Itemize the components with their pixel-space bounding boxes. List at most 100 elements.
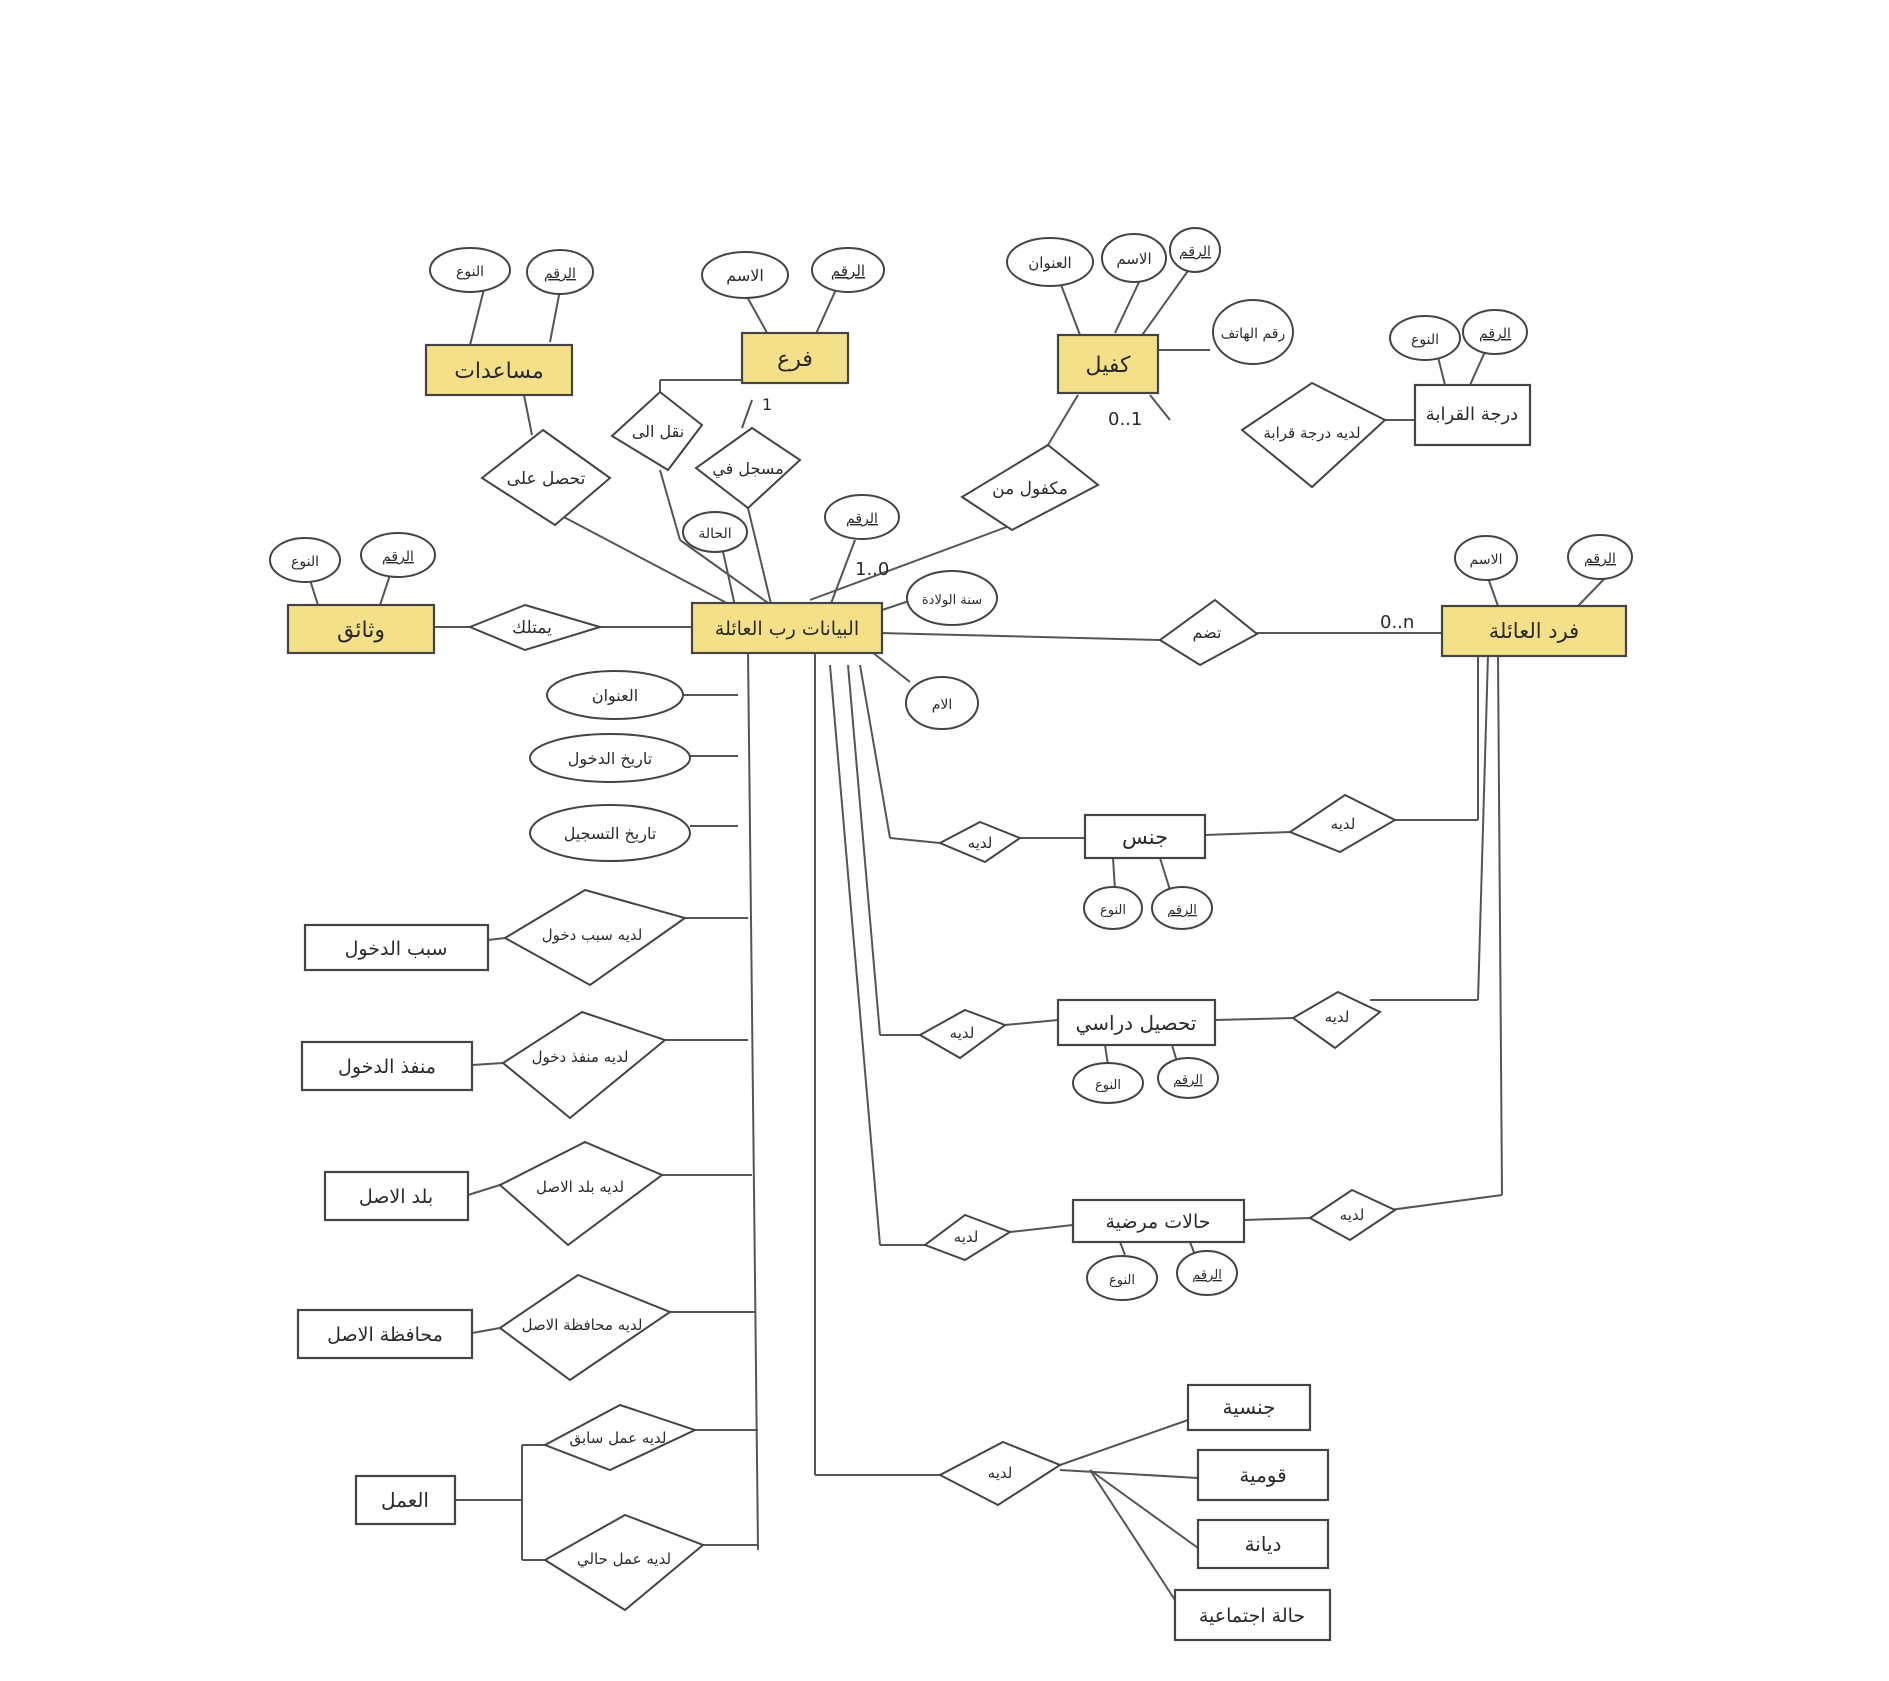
attr-label: الرقم	[1584, 551, 1616, 567]
attr-grants-id: الرقم	[526, 249, 594, 295]
edge-edu-type	[1104, 1044, 1109, 1066]
entity-kinship: درجة القرابة	[1413, 383, 1532, 447]
attr-shape	[529, 804, 691, 862]
attr-label: النوع	[1109, 1273, 1135, 1288]
attr-shape	[1101, 233, 1167, 283]
attr-shape	[1462, 309, 1528, 355]
attr-shape	[1086, 1255, 1158, 1301]
cardinality-branch: 1	[762, 395, 772, 414]
attr-member-id: الرقم	[1567, 534, 1633, 580]
entity-branch: فرع	[740, 331, 850, 385]
attr-grants-type: النوع	[429, 247, 511, 293]
relationship-label: لديه	[1340, 1206, 1365, 1224]
attr-shape	[682, 511, 748, 553]
edge-head-includes	[879, 632, 1161, 641]
edge-sponsor-id	[1139, 267, 1191, 339]
entity-origin-province: محافظة الاصل	[296, 1308, 474, 1360]
relationship-shape	[1287, 793, 1398, 854]
edge-head-gender-2	[889, 837, 941, 844]
entity-origin-country: بلد الاصل	[323, 1170, 470, 1222]
relationship-label: لديه	[954, 1228, 979, 1246]
attr-shape	[526, 249, 594, 295]
relationship-member-education: لديه	[1291, 990, 1382, 1050]
relationship-entry-reason: لديه سبب دخول	[502, 888, 688, 987]
attr-gender-id: الرقم	[1151, 886, 1213, 930]
entity-label: درجة القرابة	[1426, 404, 1518, 425]
edge-transfer-down	[659, 469, 681, 541]
attr-label: الاسم	[1470, 552, 1503, 568]
relationship-label: لديه محافظة الاصل	[522, 1316, 643, 1334]
edge-demo-ethnicity	[1059, 1469, 1199, 1479]
attr-kinship-type: النوع	[1389, 315, 1461, 361]
attr-label: النوع	[1095, 1078, 1121, 1093]
relationship-shape	[498, 1140, 664, 1247]
entity-social-status: حالة اجتماعية	[1173, 1588, 1332, 1642]
attr-health-id: الرقم	[1176, 1250, 1238, 1296]
attr-label: رقم الهاتف	[1221, 326, 1285, 342]
entity-label: فرع	[777, 347, 813, 372]
attr-label: النوع	[456, 264, 484, 280]
entity-label: منفذ الدخول	[338, 1056, 436, 1078]
edge-health-type	[1119, 1241, 1126, 1256]
entity-entry-port: منفذ الدخول	[300, 1040, 474, 1092]
relationship-label: لديه	[950, 1024, 975, 1042]
attr-shape	[429, 247, 511, 293]
relationship-shape	[694, 426, 802, 510]
relationship-shape	[1158, 598, 1259, 667]
attr-head-mother: الام	[905, 676, 979, 730]
attr-kinship-id: الرقم	[1462, 309, 1528, 355]
attr-health-type: النوع	[1086, 1255, 1158, 1301]
relationship-label: لديه عمل حالي	[577, 1550, 671, 1569]
edge-branch-id	[814, 284, 839, 337]
entity-grants: مساعدات	[424, 343, 574, 397]
attr-label: الاسم	[1116, 250, 1151, 268]
entity-label: جنس	[1122, 825, 1168, 849]
edge-demo-social	[1089, 1469, 1176, 1601]
attr-reg-date: تاريخ التسجيل	[529, 804, 691, 862]
attr-label: سنة الولادة	[922, 593, 982, 608]
entity-label: بلد الاصل	[359, 1186, 433, 1208]
attr-label: تاريخ التسجيل	[564, 824, 657, 844]
entity-box	[690, 601, 884, 655]
edge-head-id	[829, 539, 856, 607]
relationship-demographics: لديه	[937, 1440, 1063, 1507]
attr-label: الام	[932, 697, 953, 713]
attr-head-status: الحالة	[682, 511, 748, 553]
attr-label: الحالة	[698, 526, 731, 542]
relationship-shape	[467, 603, 604, 652]
attr-shape	[906, 570, 998, 626]
attr-docs-type: النوع	[269, 537, 341, 583]
relationship-label: لديه	[1325, 1008, 1350, 1026]
entity-label: كفيل	[1086, 353, 1131, 378]
attr-head-id: الرقم	[824, 494, 900, 540]
entity-box	[323, 1170, 470, 1222]
entity-box	[740, 331, 850, 385]
edge-sponsor-sponsored	[1047, 394, 1079, 446]
relationship-shape	[937, 1440, 1063, 1507]
attr-branch-name: الاسم	[701, 251, 789, 299]
entity-box	[354, 1474, 457, 1526]
entity-box	[1173, 1588, 1332, 1642]
attr-label: الرقم	[1192, 1268, 1222, 1283]
attr-member-name: الاسم	[1454, 535, 1518, 581]
relationship-member-health: لديه	[1308, 1188, 1398, 1242]
entity-label: حالات مرضية	[1105, 1211, 1210, 1233]
entity-nationality: جنسية	[1186, 1383, 1312, 1432]
attr-gender-type: النوع	[1083, 886, 1143, 930]
cardinality-sponsor: 0..1	[1108, 409, 1142, 430]
attr-sponsor-name: الاسم	[1101, 233, 1167, 283]
relationship-label: مسجل في	[712, 459, 783, 479]
attr-label: الرقم	[1479, 326, 1511, 342]
attr-shape	[529, 733, 691, 783]
relationship-shape	[610, 390, 704, 472]
spine-member-2	[1477, 654, 1489, 1001]
edge-sponsor-name	[1114, 279, 1141, 334]
edge-demo-religion	[1089, 1469, 1199, 1549]
relationship-label: لديه بلد الاصل	[536, 1178, 624, 1196]
entity-member: فرد العائلة	[1440, 604, 1628, 658]
relationship-label: تضم	[1193, 623, 1222, 642]
entity-label: وثائق	[337, 618, 385, 643]
attr-shape	[1454, 535, 1518, 581]
edge-edu-member	[1214, 1017, 1294, 1021]
